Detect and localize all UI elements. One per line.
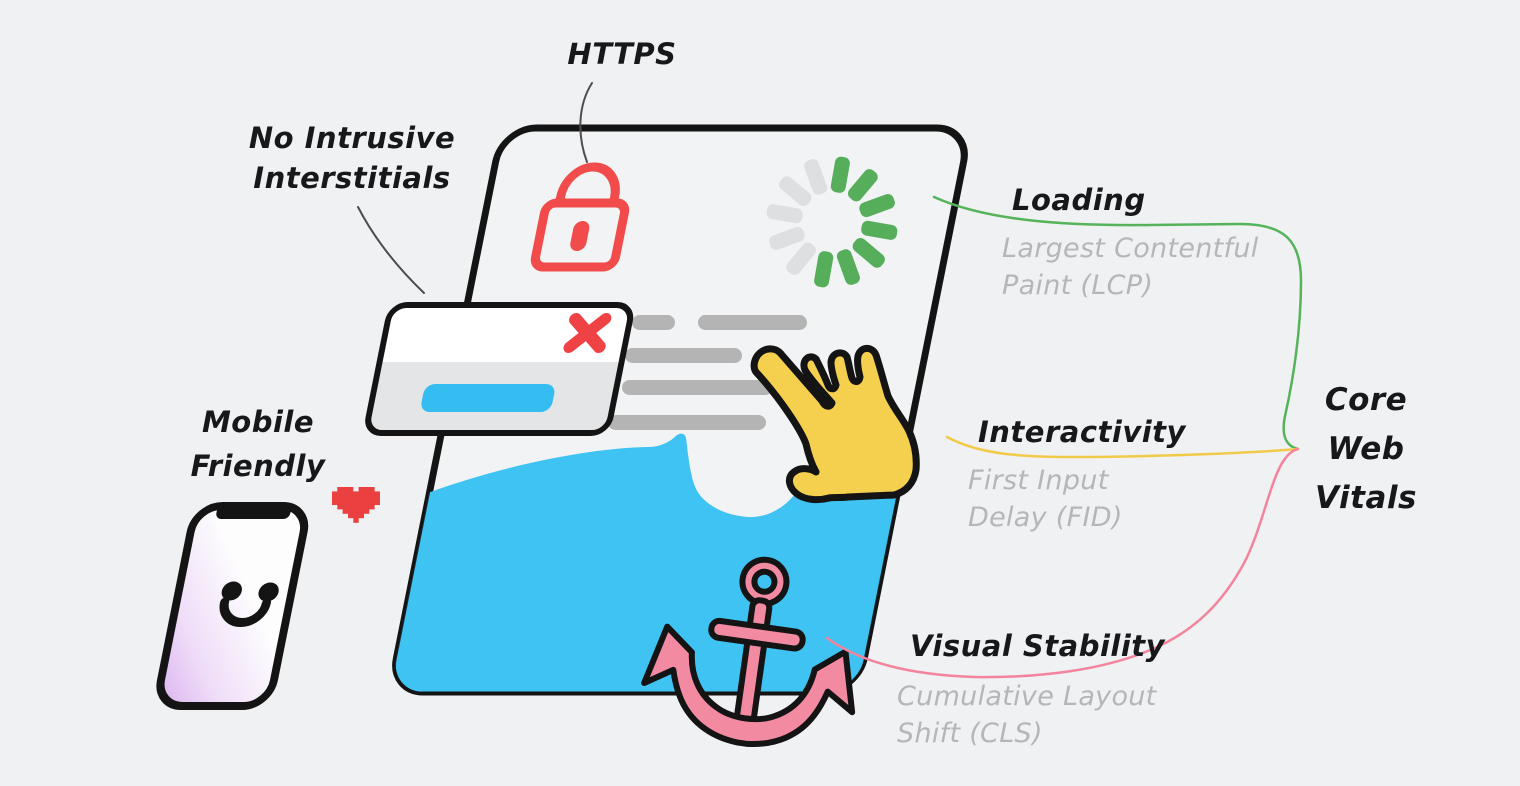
close-icon (563, 313, 612, 353)
visual-stability-subtitle: Cumulative Layout Shift (CLS) (897, 678, 1157, 752)
cwv-line2: Web (1327, 431, 1405, 467)
anchor-icon (641, 556, 856, 747)
cwv-line3: Vitals (1315, 480, 1417, 516)
interactivity-curve (945, 435, 1300, 459)
interstitial-popup (365, 302, 634, 436)
smartphone-icon (156, 502, 309, 710)
core-web-vitals-label: Core Web Vitals (1284, 376, 1448, 523)
lock-icon (530, 162, 630, 272)
fid-line2: Delay (FID) (968, 502, 1123, 533)
lcp-line1: Largest Contentful (1002, 233, 1259, 264)
loading-title: Loading (1012, 183, 1146, 217)
interactivity-title: Interactivity (978, 415, 1186, 449)
no-intrusive-line1: No Intrusive (248, 121, 456, 155)
mobile-friendly-label: Mobile Friendly (158, 400, 358, 488)
fid-line1: First Input (968, 465, 1109, 496)
smiley-face-icon (219, 581, 279, 627)
popup-button (421, 384, 555, 412)
lcp-line2: Paint (LCP) (1002, 270, 1154, 301)
cls-line2: Shift (CLS) (897, 718, 1043, 749)
pixel-heart-icon (332, 487, 380, 523)
hand-pointer-icon (750, 344, 920, 504)
https-label: HTTPS (567, 37, 677, 71)
mobile-friendly-line2: Friendly (190, 449, 326, 483)
cwv-line1: Core (1324, 382, 1408, 418)
no-intrusive-interstitials-label: No Intrusive Interstitials (212, 118, 492, 198)
loading-spinner-icon (766, 156, 898, 288)
visual-stability-title: Visual Stability (910, 629, 1166, 663)
loading-subtitle: Largest Contentful Paint (LCP) (1002, 230, 1259, 304)
label-connector-lines (357, 82, 593, 294)
cls-line1: Cumulative Layout (897, 681, 1157, 712)
interactivity-subtitle: First Input Delay (FID) (968, 462, 1123, 536)
mobile-friendly-line1: Mobile (201, 405, 315, 439)
no-intrusive-line2: Interstitials (253, 161, 451, 195)
loading-curve (932, 195, 1303, 451)
content-line-bars (608, 315, 807, 430)
stability-curve (825, 447, 1300, 679)
phone-notch (216, 505, 291, 519)
